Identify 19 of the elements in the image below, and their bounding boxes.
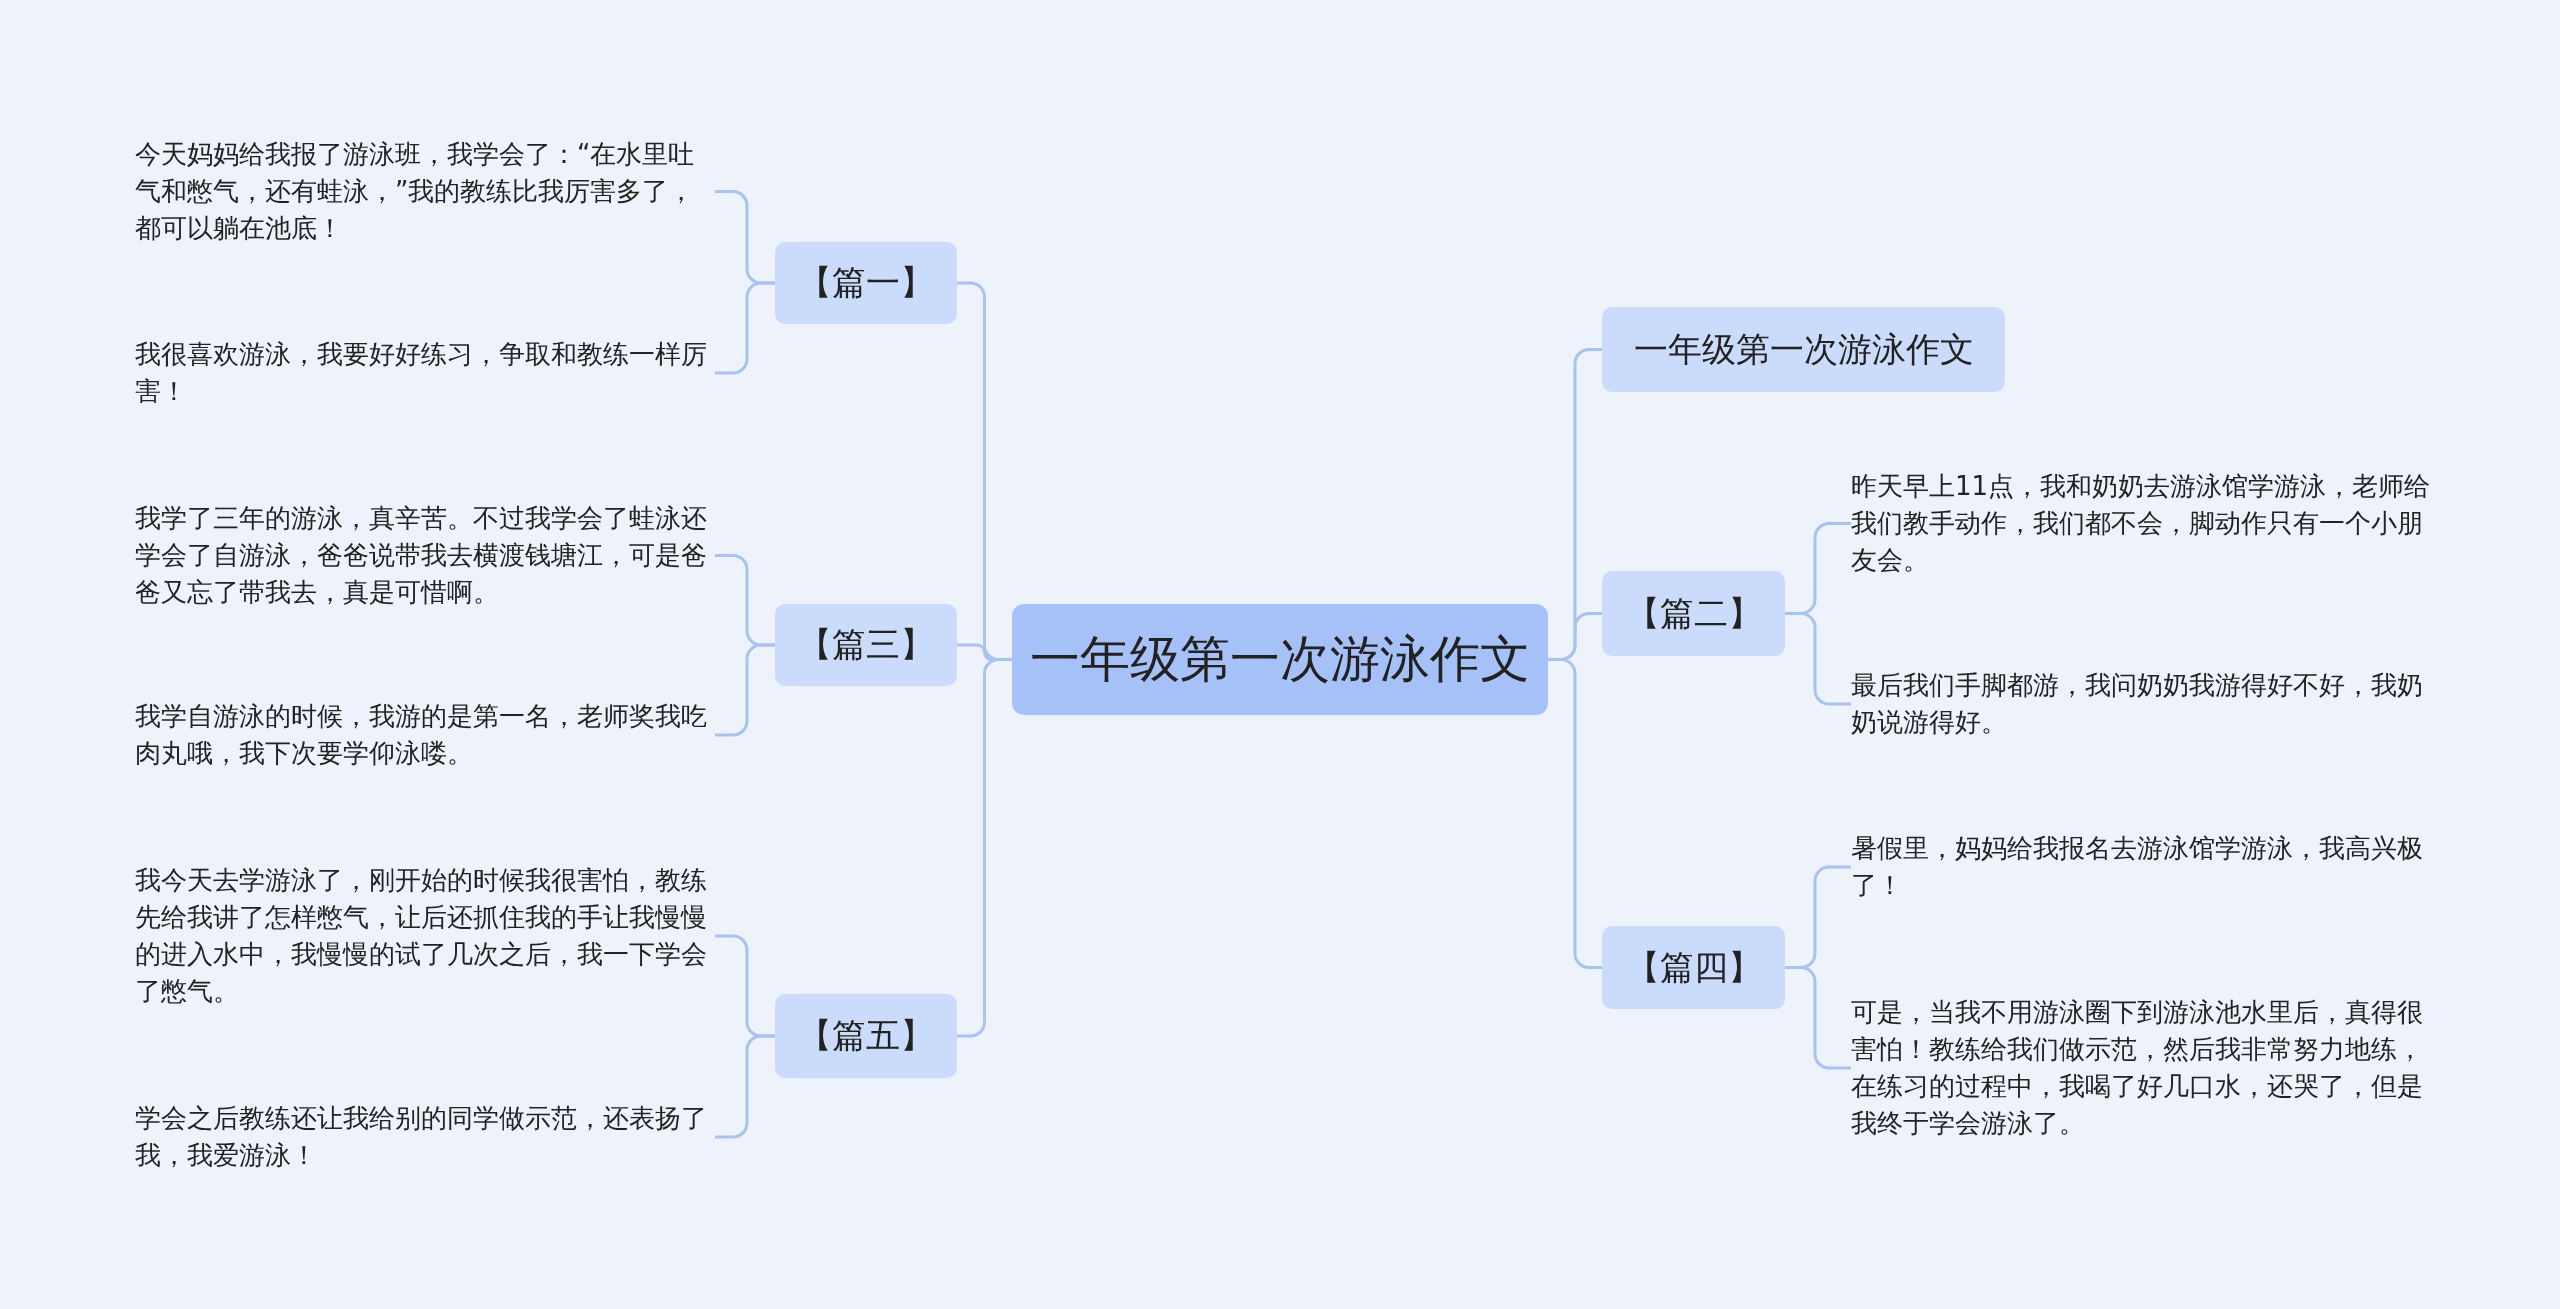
- central-topic: 一年级第一次游泳作文: [1012, 604, 1548, 715]
- topic-box: 【篇三】: [775, 604, 957, 686]
- note-text: 今天妈妈给我报了游泳班，我学会了：“在水里吐气和憋气，还有蛙泳，”我的教练比我厉害多了，都可以躺在池底！: [135, 136, 715, 247]
- note-text: 我学了三年的游泳，真辛苦。不过我学会了蛙泳还学会了自游泳，爸爸说带我去横渡钱塘江，可是爸爸又忘了带我去，真是可惜啊。: [135, 500, 715, 611]
- connector-line: [1785, 612, 1851, 706]
- note-text: 我很喜欢游泳，我要好好练习，争取和教练一样厉害！: [135, 336, 715, 410]
- note-text: 最后我们手脚都游，我问奶奶我游得好不好，我奶奶说游得好。: [1851, 667, 2441, 741]
- note-text: 暑假里，妈妈给我报名去游泳馆学游泳，我高兴极了！: [1851, 830, 2441, 904]
- note-text: 我今天去学游泳了，刚开始的时候我很害怕，教练先给我讲了怎样憋气，让后还抓住我的手让我慢慢的进入水中，我慢慢的试了几次之后，我一下学会了憋气。: [135, 862, 715, 1010]
- note-text: 学会之后教练还让我给别的同学做示范，还表扬了我，我爱游泳！: [135, 1100, 715, 1174]
- topic-box: 一年级第一次游泳作文: [1602, 307, 2005, 392]
- topic-box: 【篇二】: [1602, 571, 1785, 656]
- topic-box: 【篇五】: [775, 994, 957, 1078]
- note-text: 我学自游泳的时候，我游的是第一名，老师奖我吃肉丸哦，我下次要学仰泳喽。: [135, 698, 715, 772]
- connector-line: [1785, 966, 1851, 1070]
- note-text: 可是，当我不用游泳圈下到游泳池水里后，真得很害怕！教练给我们做示范，然后我非常努力地练，在练习的过程中，我喝了好几口水，还哭了，但是我终于学会游泳了。: [1851, 994, 2441, 1142]
- note-text: 昨天早上11点，我和奶奶去游泳馆学游泳，老师给我们教手动作，我们都不会，脚动作只有一个小朋友会。: [1851, 468, 2441, 579]
- topic-box: 【篇四】: [1602, 926, 1785, 1009]
- topic-box: 【篇一】: [775, 242, 957, 324]
